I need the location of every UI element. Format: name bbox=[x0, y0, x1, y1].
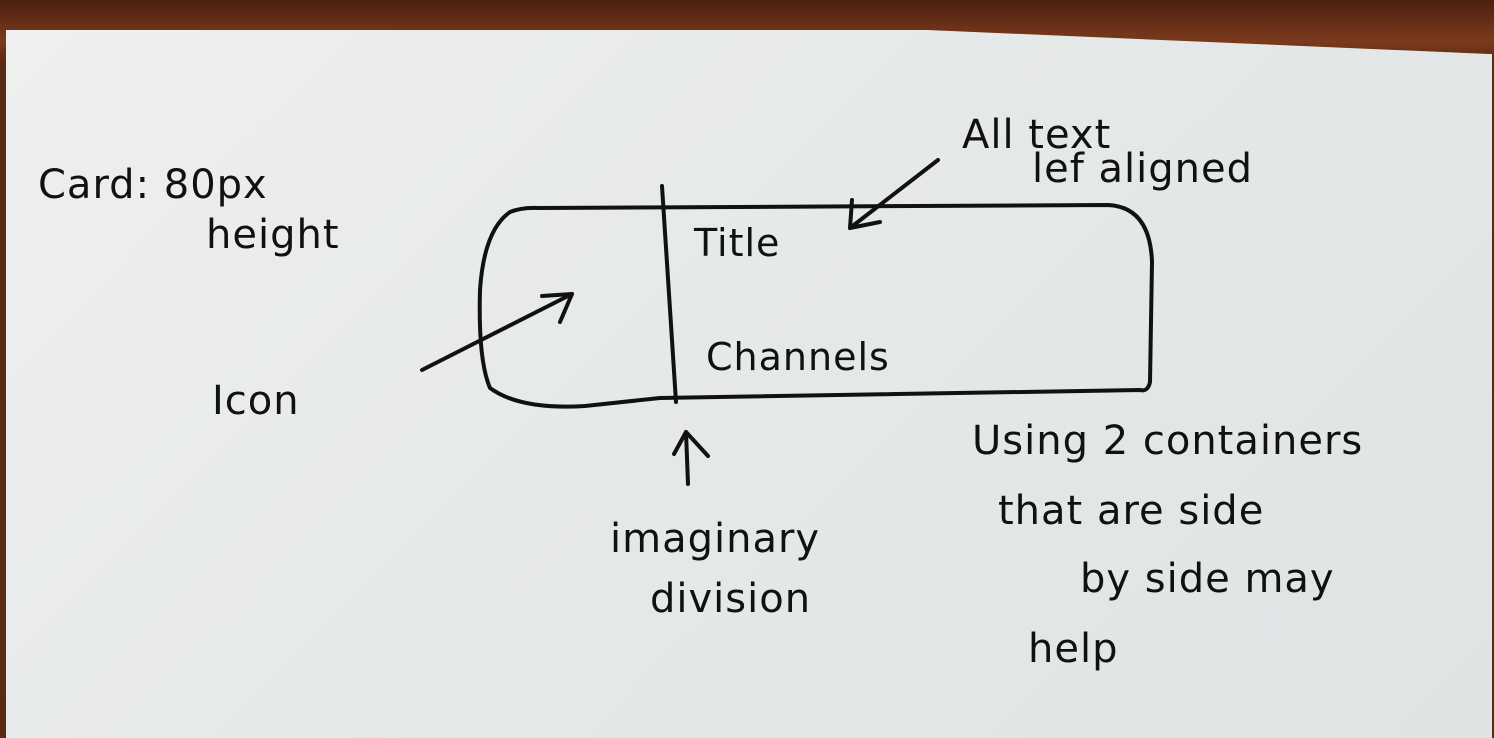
division-label: imaginary bbox=[610, 516, 821, 562]
text-arrow-head bbox=[848, 198, 882, 230]
text-align-note-2: lef aligned bbox=[1032, 146, 1253, 192]
icon-arrow bbox=[420, 292, 574, 372]
card-channels-text: Channels bbox=[706, 335, 890, 379]
card-title-text: Title bbox=[694, 221, 781, 265]
division-arrow-head bbox=[672, 430, 710, 458]
card-height-label: Card: 80px bbox=[38, 162, 268, 208]
division-arrow bbox=[684, 430, 690, 486]
tip-note-2: that are side bbox=[998, 488, 1265, 534]
card-height-label-2: height bbox=[206, 212, 340, 258]
icon-arrow-head bbox=[540, 292, 574, 324]
icon-label: Icon bbox=[212, 378, 300, 424]
card-outline bbox=[477, 203, 1154, 409]
text-align-note: All text bbox=[962, 112, 1112, 158]
tip-note-4: help bbox=[1028, 626, 1119, 672]
text-arrow bbox=[848, 158, 940, 230]
division-label-2: division bbox=[650, 576, 812, 622]
paper-sheet bbox=[6, 30, 1492, 738]
tip-note: Using 2 containers bbox=[972, 418, 1364, 464]
division-line bbox=[660, 184, 678, 404]
tip-note-3: by side may bbox=[1080, 556, 1335, 602]
